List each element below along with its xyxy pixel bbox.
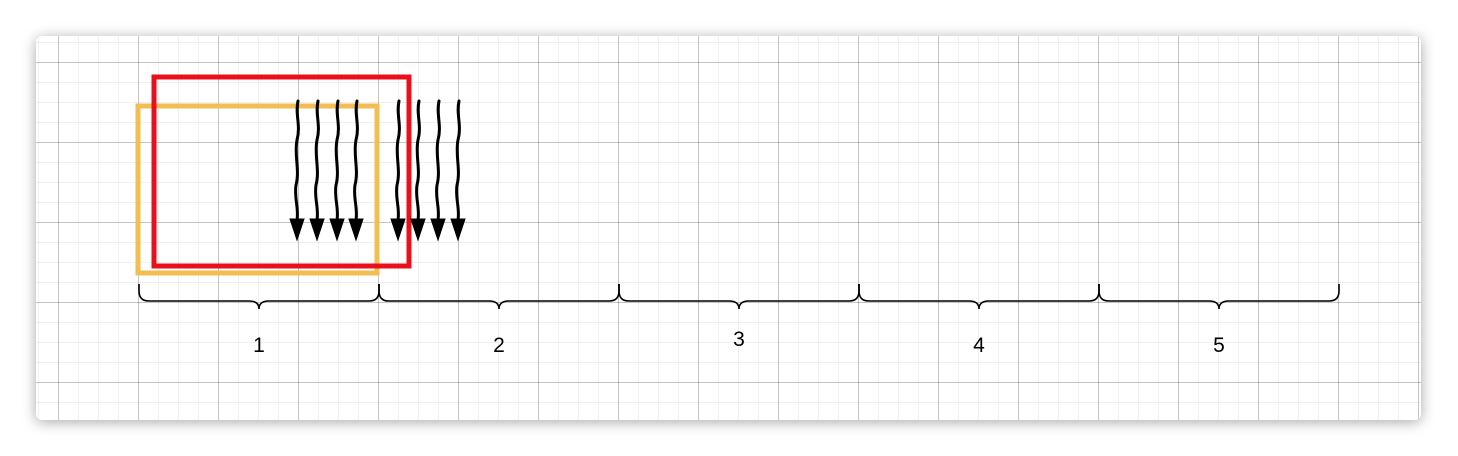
arrow-group-left — [289, 99, 364, 242]
diagram-canvas — [36, 36, 1421, 420]
down-arrow-icon — [410, 99, 426, 242]
down-arrow-icon — [348, 99, 364, 242]
red-box — [151, 74, 412, 269]
orange-box — [135, 103, 380, 276]
segment-label-3: 3 — [733, 328, 745, 351]
down-arrow-icon — [390, 99, 406, 242]
segment-label-1: 1 — [253, 334, 265, 357]
down-arrow-icon — [309, 99, 325, 242]
brace-segment-5 — [1098, 284, 1340, 310]
brace-segment-3 — [618, 284, 860, 310]
down-arrow-icon — [289, 99, 305, 242]
down-arrow-icon — [450, 99, 466, 242]
brace-segment-1 — [138, 284, 380, 310]
brace-segment-2 — [378, 284, 620, 310]
down-arrow-icon — [430, 99, 446, 242]
segment-label-2: 2 — [493, 334, 505, 357]
arrow-group-right — [390, 99, 466, 242]
down-arrow-icon — [329, 99, 345, 242]
brace-segment-4 — [858, 284, 1100, 310]
segment-label-5: 5 — [1213, 334, 1225, 357]
segment-label-4: 4 — [973, 334, 985, 357]
